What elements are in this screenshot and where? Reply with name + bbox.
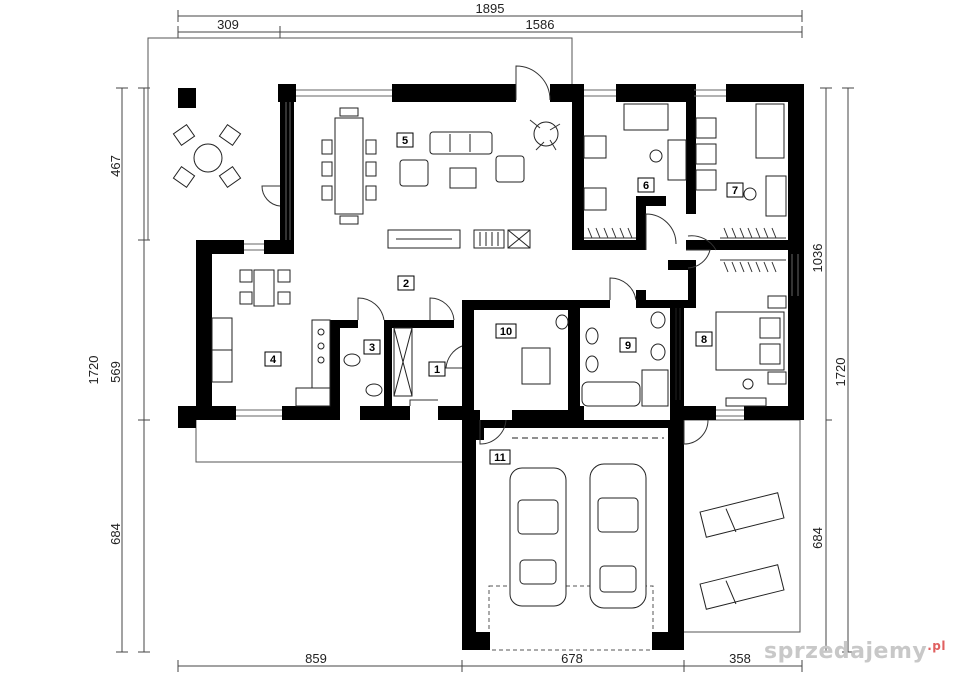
dining-table [321, 107, 377, 225]
dim-bottom-a: 859 [305, 651, 327, 666]
utility-fixtures [521, 314, 569, 385]
room-label-6: 6 [643, 180, 649, 192]
room-label-11: 11 [494, 452, 506, 464]
room-label-2: 2 [403, 278, 409, 290]
watermark-text: sprzedajemy [763, 639, 928, 664]
dim-top-right: 1586 [526, 17, 555, 32]
dim-left-c: 684 [108, 523, 123, 545]
terrace-outlines [147, 37, 801, 651]
walls [178, 84, 804, 650]
bedroom-7-furniture [695, 103, 787, 273]
room-label-4: 4 [270, 354, 277, 366]
watermark-suffix: .pl [927, 639, 946, 653]
room-label-9: 9 [625, 340, 631, 352]
doors [261, 65, 717, 445]
dim-right-b: 684 [810, 527, 825, 549]
dim-right-total: 1720 [833, 358, 848, 387]
dim-bottom-b: 678 [561, 651, 583, 666]
bedroom-6-furniture [583, 103, 687, 239]
tv-unit [387, 229, 531, 249]
bedroom-8-furniture [675, 295, 787, 407]
bathroom-fixtures [581, 311, 669, 407]
dim-left-a: 467 [108, 155, 123, 177]
garage-cars [509, 437, 664, 609]
dim-left-total: 1720 [86, 356, 101, 385]
kitchen-counters [211, 317, 331, 407]
room-label-10: 10 [500, 326, 512, 338]
windows [236, 89, 799, 417]
terrace-table [172, 123, 242, 189]
living-sofa-set [399, 119, 561, 189]
dim-bottom-c: 358 [729, 651, 751, 666]
dim-top-total: 1895 [476, 1, 505, 16]
dimension-lines [116, 10, 854, 672]
watermark-logo: sprzedajemy.pl [764, 639, 946, 664]
room-label-8: 8 [701, 334, 707, 346]
room-label-1: 1 [434, 364, 440, 376]
room-label-3: 3 [369, 342, 375, 354]
room-label-5: 5 [402, 135, 408, 147]
wc-fixtures [343, 353, 383, 397]
deck-loungers [699, 492, 785, 610]
room-labels: 1 2 3 4 5 6 7 8 9 10 11 [264, 132, 744, 465]
kitchen-table [239, 269, 291, 307]
dim-top-left: 309 [217, 17, 239, 32]
room-label-7: 7 [732, 185, 738, 197]
dim-left-b: 569 [108, 361, 123, 383]
dim-right-a: 1036 [810, 244, 825, 273]
hall-wardrobe [393, 327, 413, 397]
